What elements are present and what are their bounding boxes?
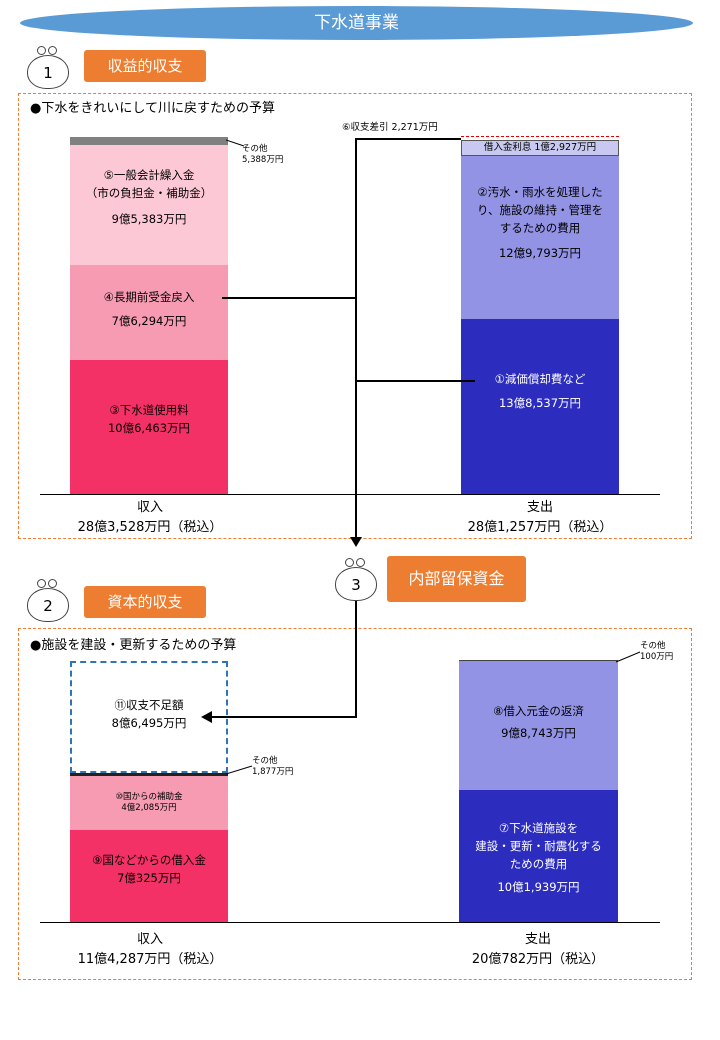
bar-repayment: ⑧借入元金の返済 9億8,743万円 <box>459 663 618 790</box>
bar-depreciation: ①減価償却費など 13億8,537万円 <box>461 319 619 494</box>
bar-subsidy: ⑩国からの補助金 4億2,085万円 <box>70 776 228 830</box>
ops-value: 12億9,793万円 <box>498 246 582 261</box>
bar-operations: ②汚水・雨水を処理した り、施設の維持・管理を するための費用 12億9,793… <box>461 156 619 319</box>
longterm-value: 7億6,294万円 <box>111 313 187 328</box>
repay-value: 9億8,743万円 <box>501 725 576 740</box>
build-label-1: ⑦下水道施設を <box>498 821 579 835</box>
build-label-3: ための費用 <box>509 856 568 871</box>
longterm-label: ④長期前受金戻入 <box>103 290 195 304</box>
capital-income-caption: 収入 11億4,287万円（税込） <box>77 932 223 967</box>
section-number: 1 <box>27 55 69 89</box>
dep-label: ①減価償却費など <box>494 372 586 386</box>
other-capex-callout: その他 100万円 <box>640 641 674 663</box>
arrow-left-icon <box>201 711 212 723</box>
connector <box>355 138 357 541</box>
shortfall-value: 8億6,495万円 <box>111 715 187 730</box>
reserve-number: 3 <box>335 567 377 601</box>
loan-value: 7億325万円 <box>117 870 181 885</box>
bar-other-income <box>70 137 228 145</box>
callout-line <box>226 765 253 775</box>
section-label: 資本的収支 <box>84 586 206 618</box>
ops-label-3: するための費用 <box>499 220 581 235</box>
general-sub-label: （市の負担金・補助金） <box>85 185 213 200</box>
connector <box>212 716 357 718</box>
bar-general-account: ⑤一般会計繰入金 （市の負担金・補助金） 9億5,383万円 <box>70 145 228 265</box>
purse-icon-2: 2 <box>24 578 72 624</box>
baseline <box>40 494 660 495</box>
bar-usage-fee: ③下水道使用料 10億6,463万円 <box>70 360 228 494</box>
dep-value: 13億8,537万円 <box>498 395 582 410</box>
bar-construction: ⑦下水道施設を 建設・更新・耐震化する ための費用 10億1,939万円 <box>459 790 618 922</box>
fee-value: 10億6,463万円 <box>107 420 191 435</box>
bar-interest: 借入金利息 1億2,927万円 <box>461 140 619 156</box>
connector <box>355 601 357 717</box>
ops-label-1: ②汚水・雨水を処理した <box>477 185 603 199</box>
bar-loan: ⑨国などからの借入金 7億325万円 <box>70 830 228 922</box>
ops-label-2: り、施設の維持・管理を <box>476 202 604 217</box>
loan-label: ⑨国などからの借入金 <box>92 853 206 867</box>
section-heading: ●下水をきれいにして川に戻すための予算 <box>30 101 275 116</box>
subsidy-label: ⑩国からの補助金 <box>115 792 183 802</box>
reserve-label: 内部留保資金 <box>387 556 526 602</box>
fee-label: ③下水道使用料 <box>109 403 189 417</box>
general-label: ⑤一般会計繰入金 <box>103 168 195 182</box>
connector <box>355 138 461 140</box>
connector <box>222 297 356 299</box>
other-income-callout: その他 5,388万円 <box>242 144 284 166</box>
page-title: 下水道事業 <box>20 6 693 40</box>
shortfall-label: ⑪収支不足額 <box>114 698 184 712</box>
callout-line <box>226 139 245 147</box>
other-capital-callout: その他 1,877万円 <box>252 756 294 778</box>
baseline <box>40 922 660 923</box>
build-label-2: 建設・更新・耐震化する <box>475 838 602 853</box>
arrow-down-icon <box>350 537 362 547</box>
callout-line <box>615 651 641 663</box>
section-label: 収益的収支 <box>84 50 206 82</box>
bar-other-capex <box>459 660 618 663</box>
expense-caption: 支出 28億1,257万円（税込） <box>467 500 613 535</box>
purse-icon-3: 3 <box>332 557 380 603</box>
section-number: 2 <box>27 588 69 622</box>
bar-longterm: ④長期前受金戻入 7億6,294万円 <box>70 265 228 360</box>
diff-label: ⑥収支差引 2,271万円 <box>342 122 438 133</box>
purse-icon-1: 1 <box>24 45 72 91</box>
capital-expense-caption: 支出 20億782万円（税込） <box>471 932 605 967</box>
repay-label: ⑧借入元金の返済 <box>493 704 584 718</box>
general-value: 9億5,383万円 <box>111 211 187 226</box>
subsidy-value: 4億2,085万円 <box>121 803 177 814</box>
dashed-red-line <box>461 136 619 139</box>
section-heading: ●施設を建設・更新するための予算 <box>30 638 237 653</box>
income-caption: 収入 28億3,528万円（税込） <box>77 500 223 535</box>
bar-other-capital <box>70 773 228 776</box>
build-value: 10億1,939万円 <box>497 880 580 895</box>
connector <box>355 380 475 382</box>
